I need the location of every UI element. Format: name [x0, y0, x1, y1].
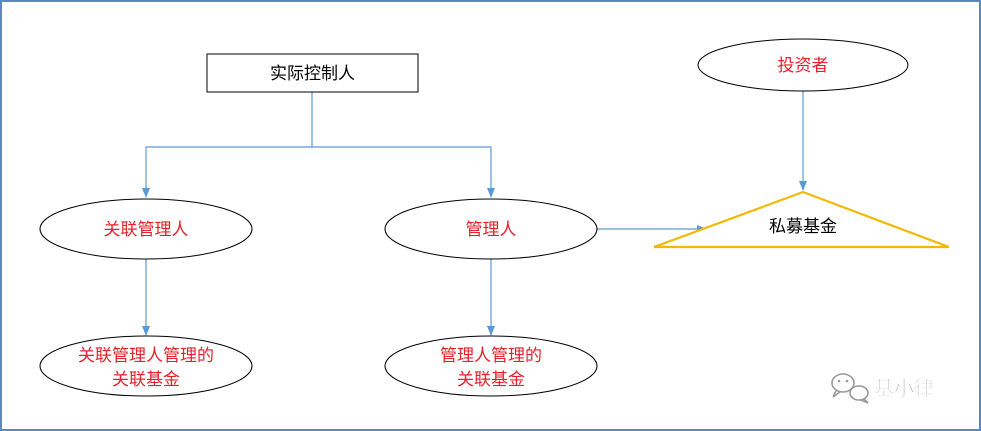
watermark: 基小律: [831, 373, 934, 404]
related-manager-ellipse: [39, 198, 253, 260]
edge-controller-to-manager: [312, 146, 495, 198]
controller-label: 实际控制人: [270, 64, 355, 84]
node-manager: 管理人: [384, 198, 598, 260]
edge-controller-to-related-manager: [142, 146, 312, 198]
investor-label: 投资者: [778, 56, 829, 76]
private-fund-triangle: [653, 190, 950, 249]
controller-box: [206, 53, 419, 93]
related-manager-fund-label-line1: 关联管理人管理的: [78, 346, 214, 366]
private-fund-label: 私募基金: [769, 217, 837, 237]
node-private-fund: 私募基金: [653, 190, 950, 249]
node-related-manager: 关联管理人: [39, 198, 253, 260]
related-manager-fund-ellipse: [39, 335, 253, 397]
manager-related-fund-ellipse: [384, 335, 598, 397]
node-related-manager-fund: 关联管理人管理的 关联基金: [39, 335, 253, 397]
node-manager-related-fund: 管理人管理的 关联基金: [384, 335, 598, 397]
wechat-icon: [831, 373, 869, 404]
node-controller: 实际控制人: [206, 53, 419, 93]
manager-related-fund-label-line1: 管理人管理的: [440, 346, 542, 366]
investor-ellipse: [697, 38, 909, 92]
connectors: [142, 91, 807, 336]
node-investor: 投资者: [697, 38, 909, 92]
watermark-text: 基小律: [874, 376, 934, 400]
manager-label: 管理人: [466, 220, 517, 240]
related-manager-label: 关联管理人: [104, 220, 189, 240]
related-manager-fund-label-line2: 关联基金: [112, 370, 180, 390]
manager-ellipse: [384, 198, 598, 260]
manager-related-fund-label-line2: 关联基金: [457, 370, 525, 390]
